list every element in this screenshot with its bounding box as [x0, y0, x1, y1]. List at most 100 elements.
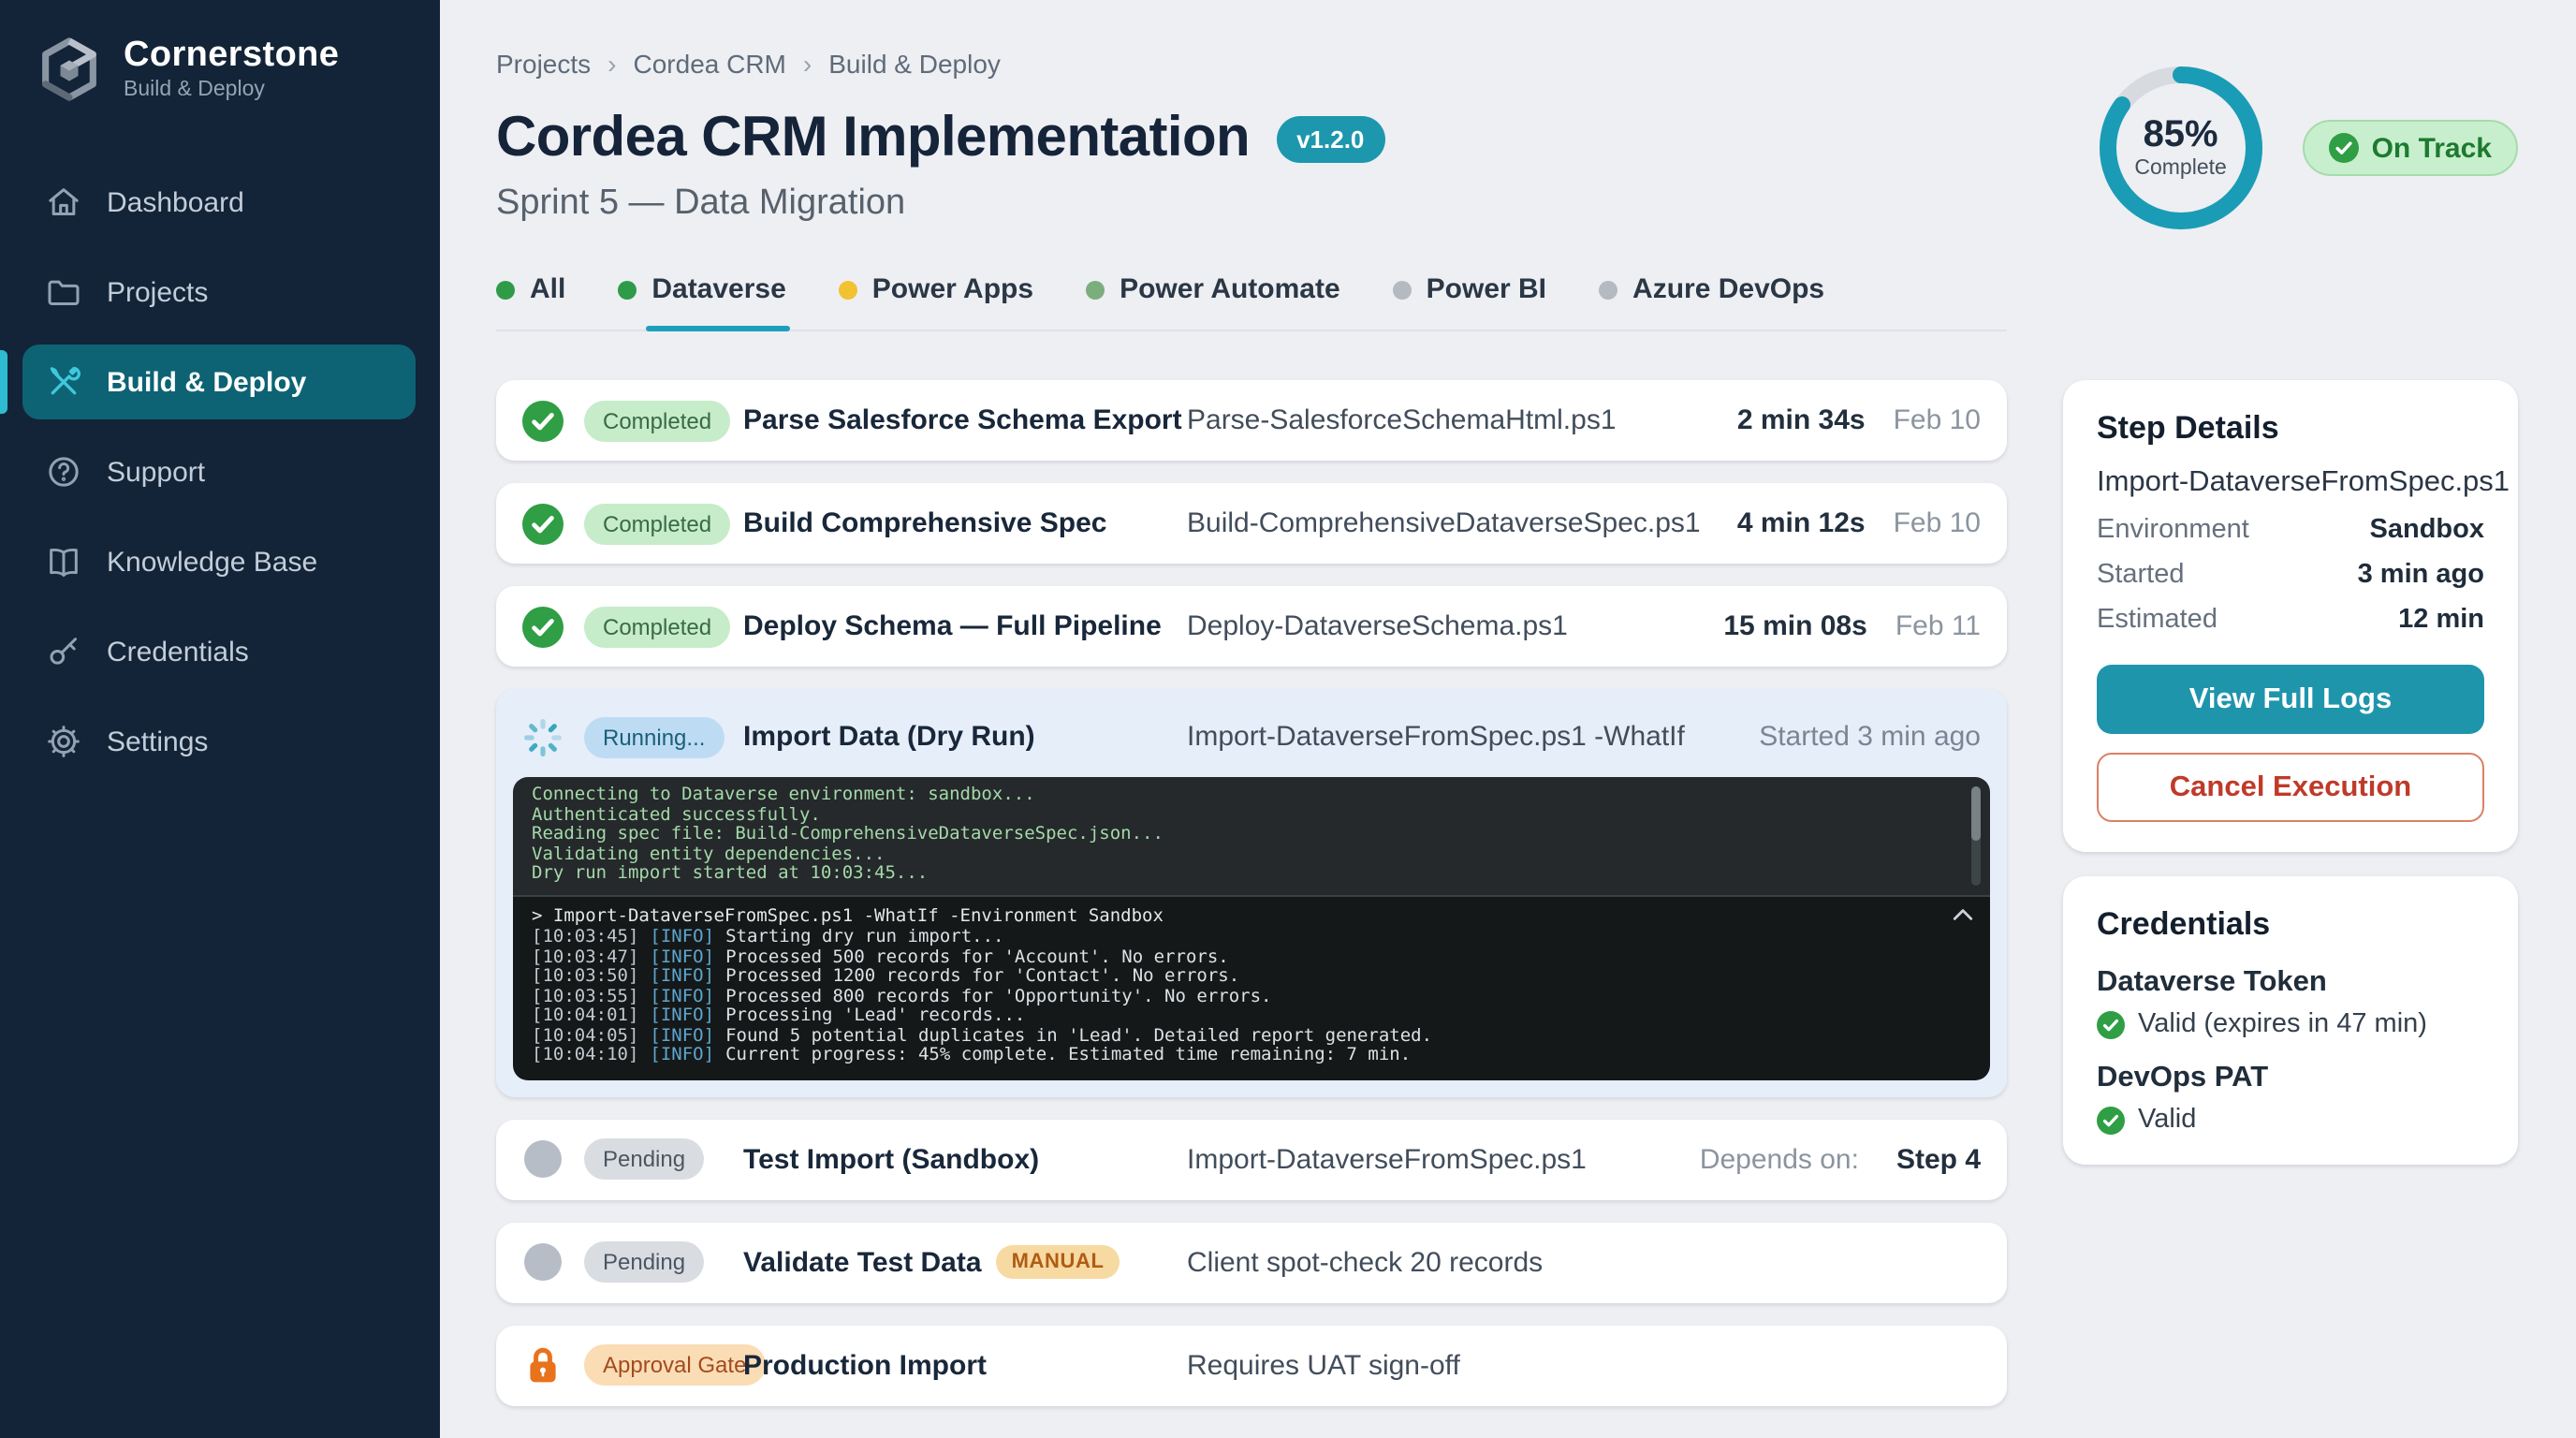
step-row-deploy-schema[interactable]: Completed Deploy Schema — Full Pipeline … [496, 586, 2007, 667]
scrollbar-thumb[interactable] [1971, 786, 1981, 841]
key-icon [50, 638, 77, 665]
sidebar-item-label: Support [107, 456, 206, 488]
sidebar-item-build-deploy[interactable]: Build & Deploy [0, 345, 416, 419]
status-badge: Running... [584, 716, 724, 757]
sidebar-item-dashboard[interactable]: Dashboard [0, 165, 440, 240]
detail-value: 3 min ago [2357, 560, 2484, 590]
step-name: Parse Salesforce Schema Export [743, 404, 1182, 436]
detail-label: Environment [2097, 515, 2249, 545]
terminal-panel: Connecting to Dataverse environment: san… [513, 777, 1990, 1079]
status-badge: Completed [584, 606, 731, 647]
step-script: Deploy-DataverseSchema.ps1 [1187, 610, 1568, 642]
step-row-parse-salesforce[interactable]: Completed Parse Salesforce Schema Export… [496, 380, 2007, 461]
book-icon [50, 548, 78, 577]
detail-label: Estimated [2097, 605, 2217, 635]
home-icon [49, 188, 79, 215]
tab-power-automate[interactable]: Power Automate [1086, 270, 1344, 330]
step-date: Feb 10 [1893, 507, 1981, 539]
tab-dataverse[interactable]: Dataverse [618, 270, 790, 331]
chevron-right-icon: › [802, 49, 812, 79]
sidebar-item-label: Projects [107, 276, 209, 308]
status-dot-icon [496, 280, 515, 299]
side-panel: Step Details Import-DataverseFromSpec.ps… [2063, 380, 2518, 1165]
step-row-import-dry-run[interactable]: Running... Import Data (Dry Run) Import-… [496, 689, 2007, 1096]
step-date: Feb 11 [1895, 610, 1981, 642]
status-badge: Approval Gate [584, 1344, 766, 1386]
step-name: Validate Test Data MANUAL [743, 1245, 1187, 1279]
sidebar-item-knowledge-base[interactable]: Knowledge Base [0, 524, 440, 599]
sidebar-item-settings[interactable]: Settings [0, 704, 440, 779]
chevron-up-icon[interactable] [1953, 907, 1973, 920]
chevron-right-icon: › [607, 49, 617, 79]
step-row-test-import[interactable]: Pending Test Import (Sandbox) Import-Dat… [496, 1119, 2007, 1199]
manual-badge: MANUAL [996, 1245, 1120, 1279]
step-list: Completed Parse Salesforce Schema Export… [496, 380, 2007, 1405]
step-row-build-spec[interactable]: Completed Build Comprehensive Spec Build… [496, 483, 2007, 564]
step-script: Requires UAT sign-off [1187, 1349, 1460, 1381]
status-badge: On Track [2302, 120, 2518, 176]
step-name: Deploy Schema — Full Pipeline [743, 610, 1162, 642]
active-indicator [0, 350, 7, 414]
sidebar-item-label: Settings [107, 726, 209, 757]
tab-power-apps[interactable]: Power Apps [838, 270, 1037, 330]
tab-power-bi[interactable]: Power BI [1392, 270, 1550, 330]
log-line: [10:03:45][INFO]Starting dry run import.… [532, 927, 1004, 947]
step-details-title: Step Details [2097, 410, 2279, 446]
step-row-validate-test-data[interactable]: Pending Validate Test Data MANUAL Client… [496, 1222, 2007, 1302]
sidebar-item-label: Credentials [107, 636, 249, 668]
brand-logo-icon [42, 37, 96, 101]
step-details-card: Step Details Import-DataverseFromSpec.ps… [2063, 380, 2518, 852]
view-full-logs-button[interactable]: View Full Logs [2097, 665, 2484, 734]
depends-value: Step 4 [1895, 1143, 1981, 1175]
detail-value: Sandbox [2369, 515, 2484, 545]
sidebar-item-support[interactable]: Support [0, 434, 440, 509]
sidebar-item-label: Dashboard [107, 186, 244, 218]
breadcrumb-build-deploy: Build & Deploy [828, 49, 1001, 79]
detail-label: Started [2097, 560, 2185, 590]
sidebar-item-credentials[interactable]: Credentials [0, 614, 440, 689]
spinner-icon [522, 716, 564, 757]
terminal-output-log: > Import-DataverseFromSpec.ps1 -WhatIf -… [513, 896, 1990, 1079]
step-row-production-import[interactable]: Approval Gate Production Import Requires… [496, 1325, 2007, 1405]
step-script: Parse-SalesforceSchemaHtml.ps1 [1187, 404, 1617, 436]
credential-name: DevOps PAT [2097, 1062, 2269, 1093]
progress-label: Complete [2134, 157, 2227, 180]
tab-all[interactable]: All [496, 270, 569, 330]
status-dot-icon [1086, 280, 1105, 299]
tools-icon [50, 366, 80, 395]
tab-azure-devops[interactable]: Azure DevOps [1599, 270, 1828, 330]
step-script: Import-DataverseFromSpec.ps1 -WhatIf [1187, 721, 1685, 753]
step-details-script: Import-DataverseFromSpec.ps1 [2097, 466, 2510, 498]
log-line: [10:04:01][INFO]Processing 'Lead' record… [532, 1005, 1026, 1026]
log-line: [10:04:10][INFO]Current progress: 45% co… [532, 1045, 1412, 1065]
terminal-scrollbar[interactable] [1971, 786, 1981, 885]
check-circle-icon [522, 503, 564, 544]
brand[interactable]: Cornerstone Build & Deploy [0, 0, 440, 146]
status-badge-label: On Track [2371, 132, 2492, 164]
breadcrumb-cordea-crm[interactable]: Cordea CRM [633, 49, 786, 79]
sidebar-item-label: Build & Deploy [107, 366, 307, 398]
sidebar-item-projects[interactable]: Projects [0, 255, 440, 330]
status-badge: Completed [584, 503, 731, 544]
step-started: Started 3 min ago [1759, 721, 1981, 753]
terminal-connect-log: Connecting to Dataverse environment: san… [513, 777, 1990, 896]
lock-icon [522, 1344, 564, 1386]
status-dot-icon [1599, 280, 1618, 299]
folder-icon [48, 280, 80, 305]
step-duration: 2 min 34s [1736, 404, 1866, 436]
depends-label: Depends on: [1699, 1143, 1859, 1175]
log-line: [10:03:50][INFO]Processed 1200 records f… [532, 966, 1240, 987]
step-name: Test Import (Sandbox) [743, 1143, 1040, 1175]
brand-name: Cornerstone [124, 35, 340, 75]
gear-icon [48, 726, 80, 757]
page-title: Cordea CRM Implementation [496, 107, 1251, 169]
status-badge: Pending [584, 1241, 705, 1283]
status-dot-icon [618, 280, 637, 299]
check-circle-icon [2097, 1010, 2125, 1038]
step-name: Import Data (Dry Run) [743, 721, 1035, 753]
status-badge: Pending [584, 1138, 705, 1180]
breadcrumb-projects[interactable]: Projects [496, 49, 592, 79]
page-subtitle: Sprint 5 — Data Migration [496, 183, 906, 223]
cancel-execution-button[interactable]: Cancel Execution [2097, 753, 2484, 822]
